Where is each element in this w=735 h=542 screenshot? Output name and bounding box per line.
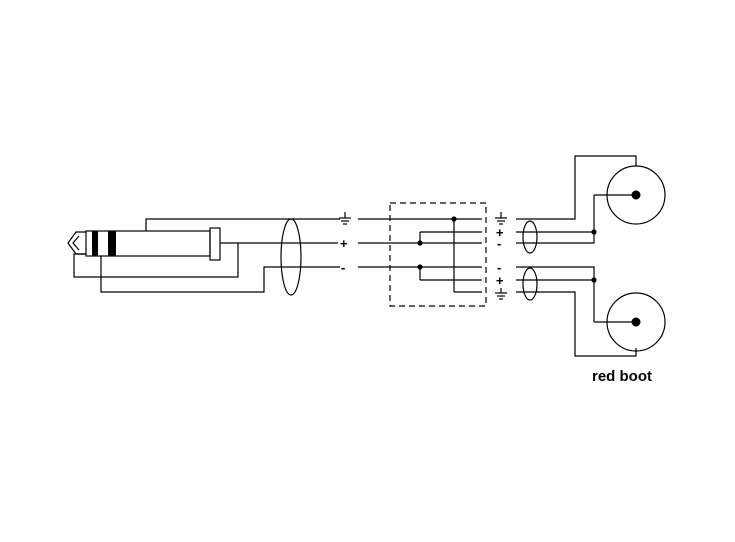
output-wiring-top	[516, 155, 637, 244]
ground-icon	[339, 212, 351, 225]
splitter-wiring	[417, 216, 482, 293]
ground-icon	[495, 288, 507, 300]
output-wiring-bottom	[516, 266, 637, 357]
jack-tip	[67, 231, 86, 255]
cable-boot-left	[280, 218, 302, 296]
left-plus-label: +	[340, 236, 348, 251]
jack-ring-band-1	[92, 231, 98, 256]
cable-boot-top	[522, 220, 538, 254]
jack-ring-band-2	[108, 231, 116, 256]
right-top-plus-label: +	[496, 225, 504, 240]
right-bottom-minus-label: -	[497, 260, 501, 275]
rca-caption: red boot	[592, 368, 652, 385]
rca-plug-top	[606, 165, 666, 225]
jack-wiring	[73, 218, 340, 293]
jack-collar	[209, 227, 221, 261]
right-top-minus-label: -	[497, 236, 501, 251]
left-minus-label: -	[341, 260, 345, 275]
trs-jack-plug	[67, 227, 221, 261]
rca-plug-bottom	[606, 292, 666, 352]
jack-barrel	[85, 230, 211, 257]
ground-icon	[495, 212, 507, 225]
cable-boot-bottom	[522, 267, 538, 301]
right-bottom-plus-label: +	[496, 273, 504, 288]
